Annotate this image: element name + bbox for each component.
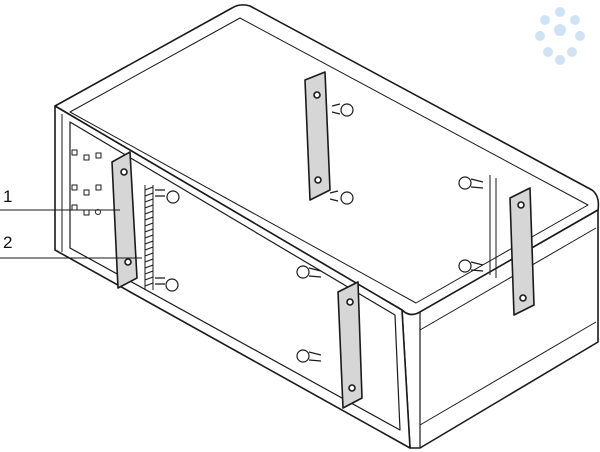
mounting-rail (111, 71, 535, 409)
callout-2: 2 (3, 233, 13, 252)
callout-1: 1 (3, 187, 13, 206)
screw (155, 103, 484, 363)
dots-flower-logo (535, 7, 585, 65)
enclosure-side (401, 209, 599, 449)
enclosure-front-frame (54, 105, 411, 449)
